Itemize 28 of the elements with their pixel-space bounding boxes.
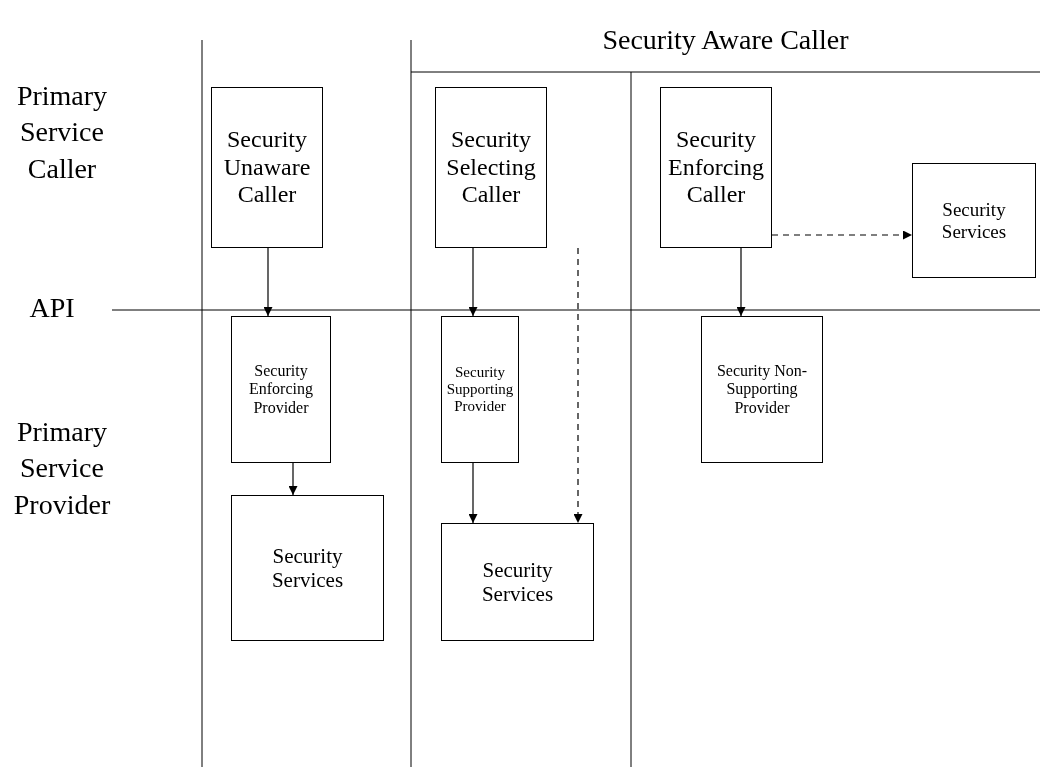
box-label: Security Services [940,198,1008,243]
caller-box [660,87,772,248]
dashed-arrow [771,230,913,240]
arrow [468,247,478,317]
arrow [288,462,298,496]
box-label: Security Services [480,557,555,607]
box-label: Security Selecting Caller [445,126,537,209]
row-heading: Primary Service Caller [15,79,109,186]
box-label: Security Enforcing Caller [667,126,765,209]
arrow [736,247,746,317]
service-box [441,523,594,641]
box-label: Security Enforcing Provider [248,361,314,418]
service-box [231,495,384,641]
dashed-arrow [573,247,583,524]
box-label: Security Non-Supporting Provider [715,361,809,418]
box-label: Security Services [270,543,345,593]
caller-box [435,87,547,248]
arrow [263,247,273,317]
caller-box [211,87,323,248]
arrow [468,462,478,524]
service-box [912,163,1036,278]
provider-box [441,316,519,463]
provider-box [231,316,331,463]
box-label: Security Supporting Provider [445,363,515,416]
box-label: Security Unaware Caller [222,126,312,209]
provider-box [701,316,823,463]
row-heading: Primary Service Provider [12,415,112,522]
lane-heading: Security Aware Caller [601,23,850,57]
